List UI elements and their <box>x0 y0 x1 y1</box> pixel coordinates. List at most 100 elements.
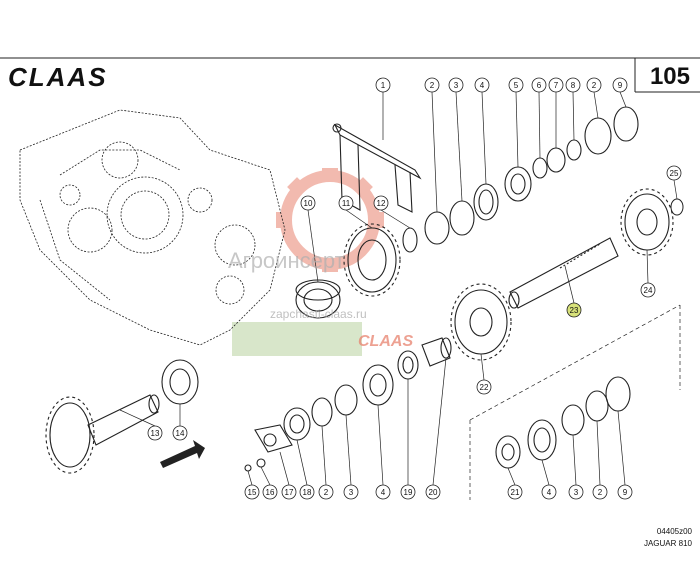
callout-circle[interactable] <box>592 484 608 500</box>
callout-circle[interactable] <box>568 484 584 500</box>
callout-label-23[interactable]: 23 <box>570 306 579 315</box>
callout-label-6[interactable]: 6 <box>537 81 542 90</box>
callout-leader-line <box>572 91 575 141</box>
bevel-pinion-part-13 <box>45 394 160 474</box>
callout-label-19[interactable]: 19 <box>404 488 413 497</box>
page-number: 105 <box>650 63 690 90</box>
callout-leader-line <box>247 470 253 486</box>
callout-label-3[interactable]: 3 <box>454 81 459 90</box>
callout-circle[interactable] <box>299 484 315 500</box>
callout-leader-line <box>538 91 541 159</box>
callout-circle[interactable] <box>666 165 682 181</box>
callout-circle[interactable] <box>541 484 557 500</box>
callout-label-7[interactable]: 7 <box>554 81 559 90</box>
callout-circle[interactable] <box>244 484 260 500</box>
callout-circle[interactable] <box>586 77 602 93</box>
gear-part-24 <box>620 188 674 256</box>
callout-leader-line <box>431 91 438 213</box>
callout-leader-line <box>593 91 599 119</box>
callout-label-12[interactable]: 12 <box>377 199 386 208</box>
callout-label-16[interactable]: 16 <box>266 488 275 497</box>
callout-circle[interactable] <box>375 484 391 500</box>
callout-label-22[interactable]: 22 <box>480 383 489 392</box>
callout-circle[interactable] <box>147 425 163 441</box>
callout-circle[interactable] <box>262 484 278 500</box>
callout-label-2[interactable]: 2 <box>598 488 603 497</box>
callout-label-18[interactable]: 18 <box>303 488 312 497</box>
direction-arrow-icon <box>160 440 205 468</box>
callout-label-2[interactable]: 2 <box>430 81 435 90</box>
callout-circle[interactable] <box>476 379 492 395</box>
callout-leaders <box>119 91 678 486</box>
callout-leader-line <box>564 265 575 304</box>
callout-leader-line <box>572 434 577 486</box>
watermark-site-name: Агроинсерт <box>228 248 345 273</box>
callout-label-4[interactable]: 4 <box>381 488 386 497</box>
callout-circle[interactable] <box>172 425 188 441</box>
callout-circle[interactable] <box>448 77 464 93</box>
callout-label-24[interactable]: 24 <box>644 286 653 295</box>
callout-circle[interactable] <box>338 195 354 211</box>
callout-label-10[interactable]: 10 <box>304 199 313 208</box>
callout-circle[interactable] <box>343 484 359 500</box>
callout-leader-line <box>260 466 271 486</box>
gear-part-22 <box>450 283 512 361</box>
callout-circle[interactable] <box>565 77 581 93</box>
callout-label-1[interactable]: 1 <box>381 81 386 90</box>
callout-leader-line <box>321 425 327 486</box>
drawing-code: 04405z00 <box>657 527 693 536</box>
watermark-gear-icon <box>276 168 384 272</box>
callout-leader-line <box>119 409 156 427</box>
callout-label-3[interactable]: 3 <box>349 488 354 497</box>
callout-circle[interactable] <box>548 77 564 93</box>
callout-label-11[interactable]: 11 <box>342 199 351 208</box>
callout-circle[interactable] <box>281 484 297 500</box>
callout-label-13[interactable]: 13 <box>151 429 160 438</box>
callout-circle[interactable] <box>400 484 416 500</box>
callout-circle[interactable] <box>531 77 547 93</box>
callout-circle[interactable] <box>640 282 656 298</box>
callout-circle[interactable] <box>612 77 628 93</box>
callout-leader-line <box>646 249 649 284</box>
callout-label-4[interactable]: 4 <box>547 488 552 497</box>
callout-leader-line <box>455 91 463 202</box>
callout-circle[interactable] <box>507 484 523 500</box>
callout-circle[interactable] <box>300 195 316 211</box>
bottom-row-parts <box>244 364 631 472</box>
callout-circle[interactable] <box>375 77 391 93</box>
callout-label-9[interactable]: 9 <box>623 488 628 497</box>
callout-label-21[interactable]: 21 <box>511 488 520 497</box>
callout-label-8[interactable]: 8 <box>571 81 576 90</box>
callout-circle[interactable] <box>617 484 633 500</box>
watermark-logo: CLAAS <box>358 333 413 350</box>
callout-circle[interactable] <box>318 484 334 500</box>
callout-circle[interactable] <box>474 77 490 93</box>
callout-leader-line <box>596 420 601 486</box>
bearing-part-19 <box>397 350 419 380</box>
callout-label-2[interactable]: 2 <box>592 81 597 90</box>
callout-circle[interactable] <box>425 484 441 500</box>
callout-label-15[interactable]: 15 <box>248 488 257 497</box>
callout-label-4[interactable]: 4 <box>480 81 485 90</box>
callout-circle[interactable] <box>424 77 440 93</box>
top-row-parts <box>402 106 639 253</box>
callout-leader-line <box>480 353 485 381</box>
callout-label-20[interactable]: 20 <box>429 488 438 497</box>
bearing-part-14 <box>161 359 199 405</box>
callout-circle[interactable] <box>508 77 524 93</box>
callout-label-2[interactable]: 2 <box>324 488 329 497</box>
callout-leader-line <box>345 414 352 486</box>
callout-label-9[interactable]: 9 <box>618 81 623 90</box>
assembly-guide-lines <box>469 304 681 500</box>
callout-label-17[interactable]: 17 <box>285 488 294 497</box>
shaft-part-23 <box>508 237 619 309</box>
callout-circle[interactable] <box>373 195 389 211</box>
callout-label-5[interactable]: 5 <box>514 81 519 90</box>
callout-label-25[interactable]: 25 <box>670 169 679 178</box>
callout-leader-line <box>619 91 627 108</box>
callout-label-3[interactable]: 3 <box>574 488 579 497</box>
callout-label-14[interactable]: 14 <box>176 429 185 438</box>
watermark-url: zapchasti-claas.ru <box>270 307 367 321</box>
callout-circle[interactable] <box>566 302 582 318</box>
